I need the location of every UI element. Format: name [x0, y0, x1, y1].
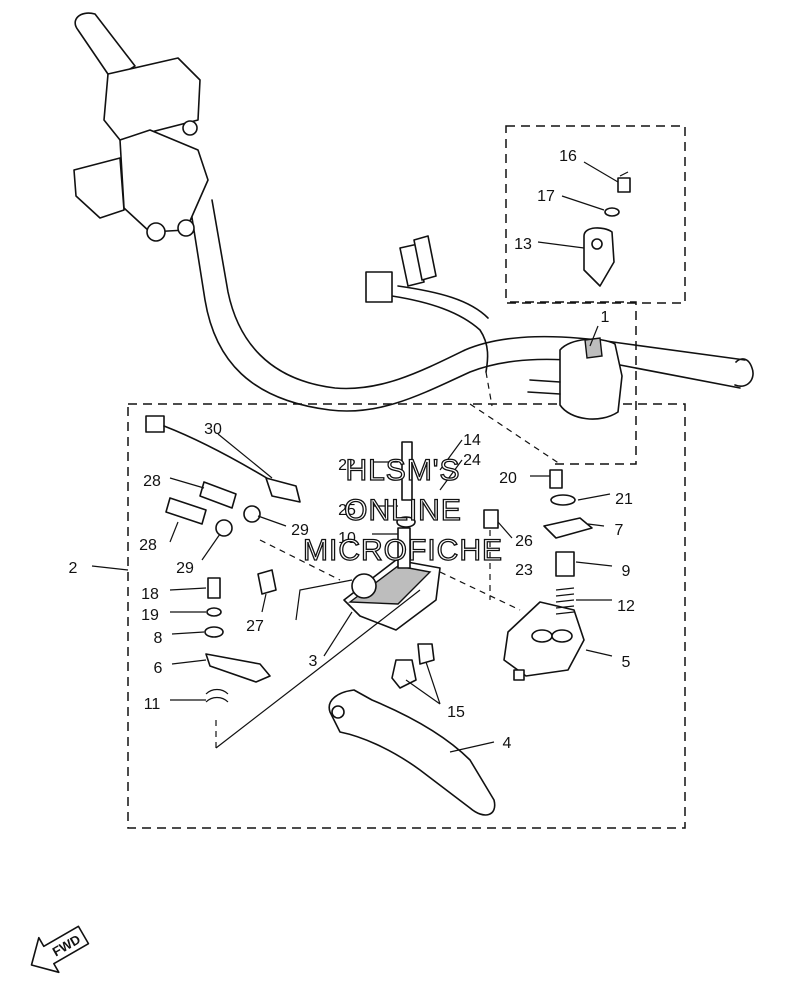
lever-holder	[343, 441, 441, 631]
small-parts-left	[204, 577, 271, 703]
callout-number: 29	[291, 522, 309, 539]
callout-number: 26	[515, 533, 533, 550]
forward-arrow: FWD	[30, 925, 90, 974]
callout-number: 15	[447, 704, 465, 721]
callout-number: 4	[503, 735, 512, 752]
callout-labels: 1234567891011121314151617181920212223242…	[69, 148, 635, 752]
forward-arrow-icon	[30, 925, 90, 974]
watermark-line-1: HLSM'S	[345, 454, 460, 487]
callout-number: 25	[338, 502, 356, 519]
switch-detail-box	[510, 301, 637, 465]
clamp-detail-box	[505, 125, 686, 304]
callout-number: 24	[463, 452, 481, 469]
callout-number: 28	[143, 473, 161, 490]
callout-number: 18	[141, 586, 159, 603]
callout-number: 11	[144, 696, 161, 713]
callout-number: 2	[69, 560, 78, 577]
switch-housing	[527, 337, 623, 420]
callout-number: 6	[154, 660, 163, 677]
callout-number: 28	[139, 537, 157, 554]
callout-number: 19	[141, 607, 159, 624]
callout-number: 8	[154, 630, 163, 647]
bracket	[503, 601, 585, 681]
callout-number: 7	[615, 522, 624, 539]
watermark-line-2: ONLINE	[344, 494, 462, 527]
callout-number: 17	[537, 188, 555, 205]
center-fasteners	[391, 509, 499, 689]
callout-number: 10	[338, 530, 356, 547]
callout-number: 13	[514, 236, 532, 253]
callout-number: 14	[463, 432, 481, 449]
alignment-leaders	[215, 371, 561, 748]
callout-number: 22	[338, 457, 356, 474]
callout-number: 30	[204, 421, 222, 438]
leader-lines	[91, 161, 619, 753]
cable-and-fasteners	[145, 415, 301, 595]
clutch-lever	[328, 689, 496, 816]
callout-number: 16	[559, 148, 577, 165]
callout-number: 29	[176, 560, 194, 577]
spring-stack	[543, 469, 593, 615]
callout-number: 3	[309, 653, 318, 670]
callout-number: 1	[601, 309, 610, 326]
callout-number: 20	[499, 470, 517, 487]
watermark-line-3: MICROFICHE	[303, 534, 503, 567]
clamp-parts	[583, 171, 631, 287]
callout-number: 9	[622, 563, 631, 580]
callout-number: 23	[515, 562, 533, 579]
watermark: HLSM'S ONLINE MICROFICHE	[302, 453, 503, 567]
wire-harness	[365, 235, 489, 373]
callout-number: 5	[622, 654, 631, 671]
callout-number: 21	[615, 491, 633, 508]
lever-assembly-box	[127, 403, 686, 829]
callout-number: 12	[617, 598, 635, 615]
handlebar	[189, 199, 754, 412]
callout-number: 27	[246, 618, 264, 635]
throttle-grip-assembly	[73, 12, 209, 242]
